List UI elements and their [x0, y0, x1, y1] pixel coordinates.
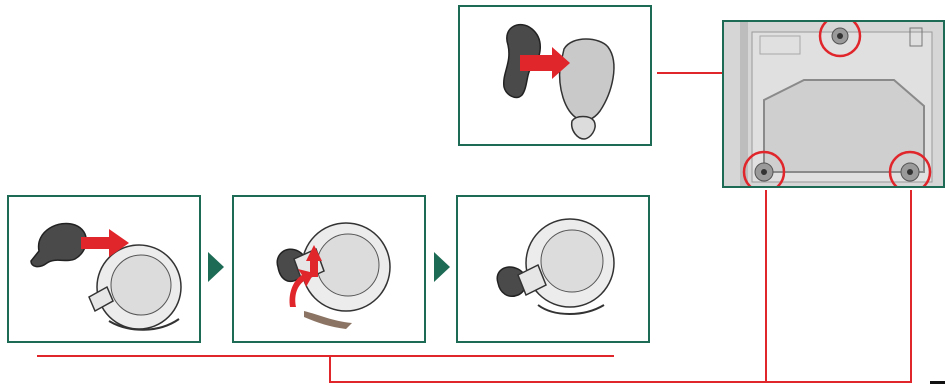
step-1-illustration	[7, 195, 201, 343]
light-cap-inner	[541, 230, 603, 292]
step-3-illustration	[456, 195, 650, 343]
device-panel	[722, 20, 945, 188]
step-arrow-icon-2	[432, 250, 452, 284]
light-cap-shape	[560, 39, 614, 121]
page-edge-mark	[930, 381, 945, 384]
step-3-drawing	[458, 197, 648, 341]
step-2-drawing	[234, 197, 424, 341]
step-2-illustration	[232, 195, 426, 343]
cap-handle	[572, 117, 595, 140]
dark-cap-shape	[31, 223, 86, 266]
light-cap-inner	[111, 255, 171, 315]
illustration-press-cap	[458, 5, 652, 146]
step-1-drawing	[9, 197, 199, 341]
panel-recess	[764, 80, 924, 172]
step-arrow-icon-1	[206, 250, 226, 284]
strap-tail	[304, 311, 352, 329]
light-cap-inner	[317, 234, 379, 296]
device-panel-drawing	[724, 22, 943, 186]
press-cap-drawing	[460, 7, 650, 144]
